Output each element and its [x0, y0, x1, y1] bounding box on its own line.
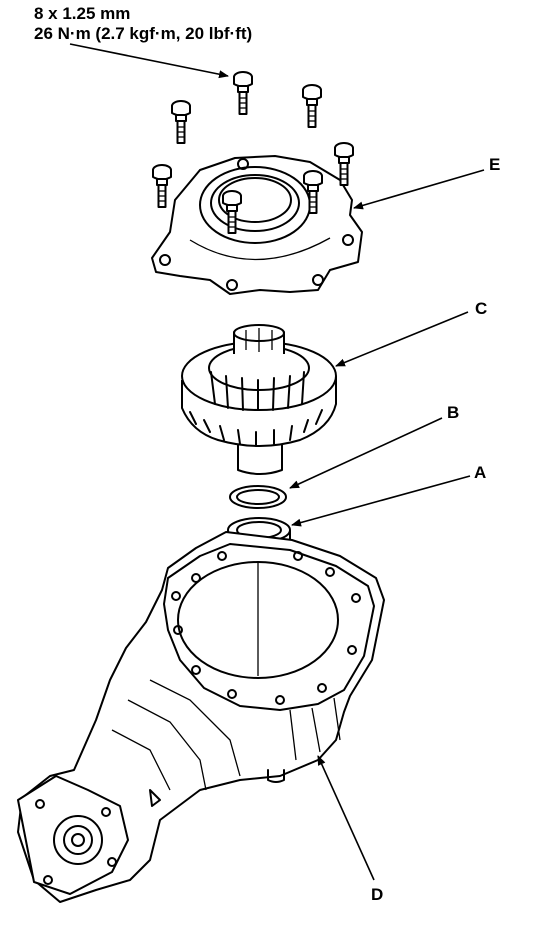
callout-c-line [335, 311, 469, 367]
cover-e [151, 155, 363, 295]
bolt-top-right [302, 84, 322, 128]
callout-d-line [317, 755, 375, 881]
bolt-top-left [171, 100, 191, 144]
bolt-size-spec: 8 x 1.25 mm [34, 4, 131, 23]
callout-label-c: C [475, 299, 488, 318]
bolt-top [233, 71, 253, 115]
callout-label-d: D [371, 885, 384, 904]
torque-spec: 26 N·m (2.7 kgf·m, 20 lbf·ft) [34, 24, 253, 43]
callout-label-a: A [474, 463, 487, 482]
callout-a-line [291, 475, 471, 527]
callout-label-b: B [447, 403, 460, 422]
callout-b-line [289, 417, 443, 489]
bolt-left [152, 164, 172, 208]
housing-d [17, 531, 385, 903]
shim-b [229, 485, 287, 509]
callout-label-e: E [489, 155, 501, 174]
torque-spec-arrow [69, 43, 229, 79]
callout-e-line [353, 169, 485, 210]
ring-gear-c [181, 324, 337, 475]
